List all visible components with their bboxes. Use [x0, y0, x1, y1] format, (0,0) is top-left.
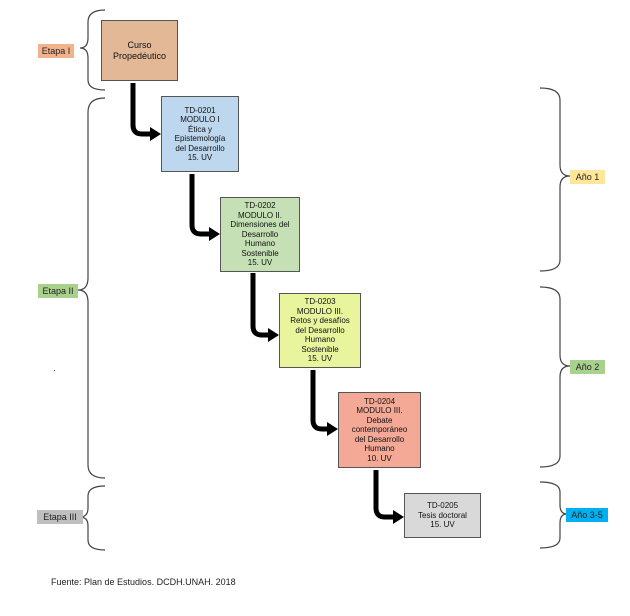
arrow-2: [189, 174, 210, 237]
arrow-3-head: [268, 328, 279, 342]
box-line: Humano: [304, 335, 336, 345]
stage-label-2: Etapa II: [38, 284, 78, 298]
box-line: Sostenible: [241, 248, 279, 258]
stage-1-brace: [79, 9, 106, 91]
box-line: TD-0203: [304, 297, 336, 307]
source-note: Fuente: Plan de Estudios. DCDH.UNAH. 201…: [51, 577, 236, 587]
box-line: contemporáneo: [351, 425, 408, 435]
year-label-3: Año 3-5: [566, 508, 608, 522]
arrow-1: [130, 83, 151, 137]
box-line: Dimensiones del: [230, 220, 290, 230]
box-line: 10. UV: [367, 453, 392, 463]
box-line: TD-0205: [426, 501, 459, 511]
stage-3-brace: [79, 485, 106, 551]
box-line: del Desarrollo: [295, 325, 345, 335]
box-line: MODULO II.: [237, 210, 282, 220]
arrow-2-head: [209, 227, 220, 241]
year-3-brace: [539, 481, 568, 549]
year-label-2: Año 2: [570, 360, 605, 374]
box-line: Tesis doctoral: [418, 510, 467, 520]
box-line: Humano: [244, 239, 276, 249]
arrow-5: [373, 470, 394, 520]
year-label-1: Año 1: [570, 170, 605, 184]
arrow-1-head: [150, 127, 161, 141]
arrow-5-head: [393, 510, 404, 524]
arrow-4-head: [327, 422, 338, 436]
arrow-3: [250, 273, 269, 338]
year-2-brace: [539, 286, 571, 468]
box-line: MODULO III.: [296, 306, 344, 316]
box-line: Retos y desafíos: [290, 316, 350, 326]
box-line: 15. UV: [430, 520, 455, 530]
box-line: Curso: [127, 39, 152, 50]
stage-label-1: Etapa I: [38, 44, 74, 58]
stage-2-brace: [77, 97, 106, 479]
box-line: MODULO I: [180, 115, 220, 124]
box-line: del Desarrollo: [175, 143, 225, 153]
stage-label-3: Etapa III: [37, 510, 83, 524]
box-line: Humano: [364, 444, 395, 454]
box-line: TD-0202: [244, 201, 276, 211]
box-line: del Desarrollo: [354, 434, 405, 444]
box-line: Desarrollo: [241, 229, 279, 239]
box-line: Ética y: [187, 124, 212, 134]
year-1-brace: [539, 87, 571, 272]
box-line: TD-0204: [363, 396, 396, 406]
box-line: Sostenible: [301, 344, 339, 354]
box-line: 15. UV: [187, 153, 213, 162]
box-line: TD-0201: [184, 105, 216, 115]
box-line: 15. UV: [307, 354, 333, 364]
box-line: Epistemología: [174, 134, 226, 143]
box-line: Propedéutico: [112, 50, 167, 61]
box-line: Debate: [366, 415, 393, 425]
box-line: 15. UV: [247, 258, 273, 268]
stray-dot: [54, 370, 55, 371]
box-line: MODULO III.: [356, 406, 403, 416]
arrow-4: [310, 370, 328, 432]
